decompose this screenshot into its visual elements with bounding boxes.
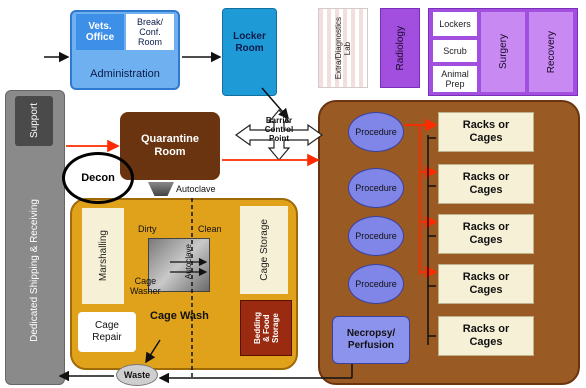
break-room: Break/ Conf. Room: [126, 14, 174, 50]
cagewash-to-waste-arrow: [145, 339, 161, 364]
animal-prep-label: Animal Prep: [441, 69, 469, 89]
locker-to-barrier-arrow: [261, 87, 289, 120]
necropsy-perfusion: Necropsy/ Perfusion: [332, 316, 410, 364]
quarantine-room-label: Quarantine Room: [140, 133, 200, 158]
vets-office: Vets. Office: [76, 14, 124, 50]
waste-area: Waste: [116, 364, 158, 386]
procedure-room: Procedure: [348, 168, 404, 208]
lockers-room: Lockers: [433, 12, 477, 36]
procedure-label: Procedure: [355, 279, 397, 289]
procedure-label: Procedure: [355, 231, 397, 241]
radiology: Radiology: [380, 8, 420, 88]
lockers-label: Lockers: [439, 19, 471, 29]
support-room: Support: [15, 96, 53, 146]
autoclave-funnel: [148, 182, 174, 196]
cage-repair-label: Cage Repair: [92, 320, 122, 343]
procedure-label: Procedure: [355, 183, 397, 193]
clean-label: Clean: [198, 224, 222, 234]
waste-label: Waste: [123, 370, 151, 380]
barrier-control-label: Barrier Control Point: [264, 116, 294, 143]
decon-area: Decon: [62, 152, 134, 204]
administration-label: Administration: [90, 68, 160, 80]
necropsy-label: Necropsy/ Perfusion: [346, 328, 396, 351]
cage-repair: Cage Repair: [78, 312, 136, 352]
cage-washer-label: Cage Washer: [130, 276, 161, 296]
surgery-room: Surgery: [481, 12, 525, 92]
procedure-label: Procedure: [355, 127, 397, 137]
break-room-label: Break/ Conf. Room: [136, 17, 163, 47]
vets-office-label: Vets. Office: [85, 21, 115, 43]
scrub-room: Scrub: [433, 40, 477, 62]
racks-label: Racks or Cages: [462, 221, 510, 246]
racks-or-cages: Racks or Cages: [438, 316, 534, 356]
racks-or-cages: Racks or Cages: [438, 264, 534, 304]
racks-or-cages: Racks or Cages: [438, 164, 534, 204]
cage-wash-label: Cage Wash: [150, 310, 209, 322]
procedure-room: Procedure: [348, 112, 404, 152]
diagnostics-lab: Extra/Diagnostics Lab: [318, 8, 368, 88]
scrub-label: Scrub: [443, 46, 467, 56]
procedure-room: Procedure: [348, 264, 404, 304]
recovery-room: Recovery: [529, 12, 573, 92]
procedure-room: Procedure: [348, 216, 404, 256]
racks-or-cages: Racks or Cages: [438, 214, 534, 254]
racks-label: Racks or Cages: [462, 119, 510, 144]
marshalling-room: Marshalling: [82, 208, 124, 304]
cage-storage: Cage Storage: [240, 206, 288, 294]
animal-prep-room: Animal Prep: [433, 66, 477, 92]
quarantine-room: Quarantine Room: [120, 112, 220, 180]
racks-label: Racks or Cages: [462, 171, 510, 196]
locker-room: Locker Room: [222, 8, 277, 96]
racks-label: Racks or Cages: [462, 271, 510, 296]
dirty-label: Dirty: [138, 224, 157, 234]
racks-label: Racks or Cages: [462, 323, 510, 348]
locker-room-label: Locker Room: [233, 31, 266, 54]
racks-or-cages: Racks or Cages: [438, 112, 534, 152]
decon-label: Decon: [81, 172, 115, 184]
bedding-food-storage: Bedding & Food Storage: [240, 300, 292, 356]
autoclave-top-label: Autoclave: [176, 184, 216, 194]
